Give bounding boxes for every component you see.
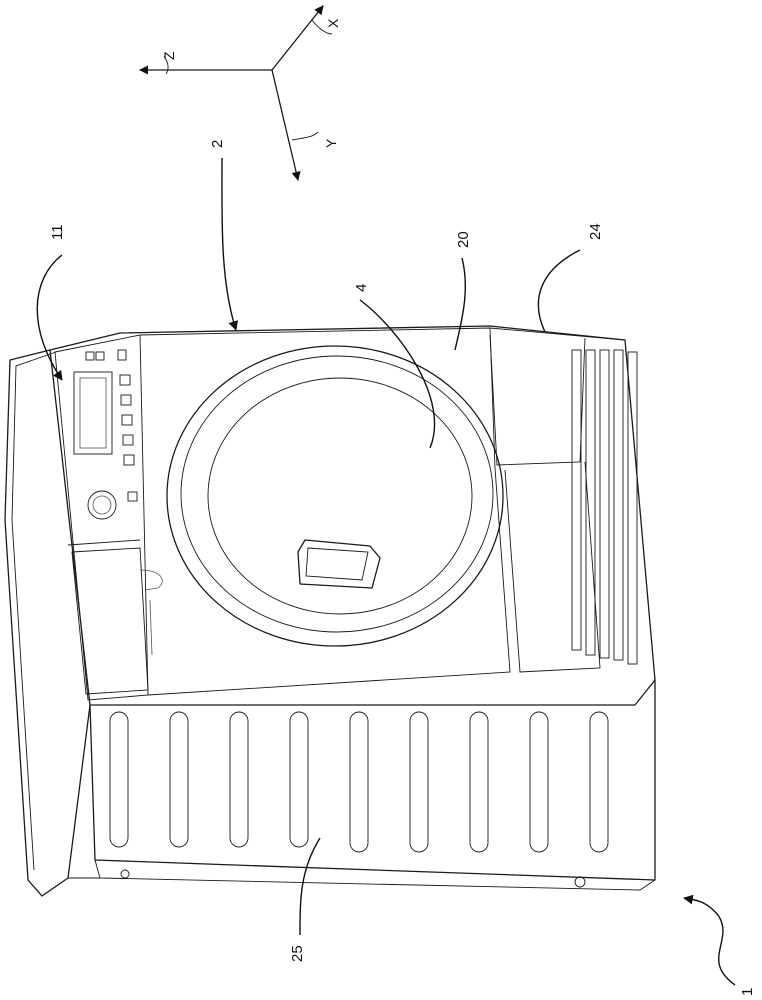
button-6 [124, 455, 134, 465]
side-vent-slots [110, 712, 608, 852]
left-side-panel [5, 350, 90, 896]
button-1 [118, 350, 126, 360]
door-handle-recess [306, 548, 368, 580]
label-4: 4 [353, 284, 370, 292]
label-20: 20 [455, 231, 472, 248]
x-axis-arrow [272, 6, 323, 70]
button-2 [120, 375, 130, 385]
water-container-drawer [72, 548, 148, 694]
label-24: 24 [587, 223, 604, 240]
vent-slot [530, 712, 548, 852]
vent-slot [410, 712, 428, 852]
vent-slot [614, 350, 623, 660]
vent-slot [572, 350, 581, 650]
button-5 [123, 435, 133, 445]
indicator-2 [96, 352, 104, 360]
y-axis-arrow [272, 70, 298, 180]
indicator-1 [86, 352, 94, 360]
door-outer-ring [167, 346, 503, 646]
leader-lines [37, 158, 735, 985]
program-knob-inner [93, 496, 111, 514]
filter-cover [490, 335, 585, 465]
foot-right [575, 877, 585, 887]
leader-25 [300, 838, 320, 935]
leader-11 [37, 255, 62, 380]
foot-left [121, 870, 129, 878]
button-4 [122, 415, 132, 425]
vent-slot [600, 350, 609, 658]
reference-labels: 11 2 4 20 24 25 1 [49, 140, 756, 996]
vent-slot [350, 712, 368, 852]
vent-slot [470, 712, 488, 852]
vent-slot [290, 712, 308, 847]
leader-1 [684, 898, 735, 985]
z-axis-label: Z [161, 51, 177, 60]
vent-slot [110, 712, 128, 847]
y-rotation-arc [292, 132, 318, 140]
x-axis-label: X [325, 18, 341, 28]
label-11: 11 [49, 224, 66, 240]
leader-2 [222, 158, 236, 330]
leader-4 [360, 300, 435, 448]
drawer-edge [150, 600, 152, 655]
y-axis-label: Y [323, 138, 339, 148]
vent-slot [586, 350, 595, 655]
door-handle [298, 540, 380, 588]
base-edge [95, 860, 655, 890]
vent-slot [230, 712, 248, 847]
vent-slot [590, 712, 608, 852]
left-side-inner-edge [12, 352, 56, 870]
control-panel-divider [68, 540, 140, 545]
program-knob [88, 491, 116, 519]
dryer-body [5, 326, 655, 896]
leader-20 [455, 258, 465, 350]
door-ring [181, 356, 493, 632]
display-screen [80, 378, 106, 448]
label-2: 2 [209, 140, 226, 148]
coordinate-axes: Z X Y [140, 6, 341, 180]
door-panel [140, 328, 510, 695]
drawer-handle [140, 570, 162, 590]
front-vent-grille [572, 350, 637, 664]
button-7 [128, 492, 137, 501]
label-25: 25 [289, 945, 306, 962]
top-right-edge [490, 328, 625, 340]
label-1: 1 [739, 988, 756, 996]
button-3 [121, 395, 131, 405]
leader-24 [538, 250, 580, 332]
vent-slot [170, 712, 188, 847]
grille-panel-outline [90, 680, 655, 880]
vent-slot [628, 352, 637, 664]
